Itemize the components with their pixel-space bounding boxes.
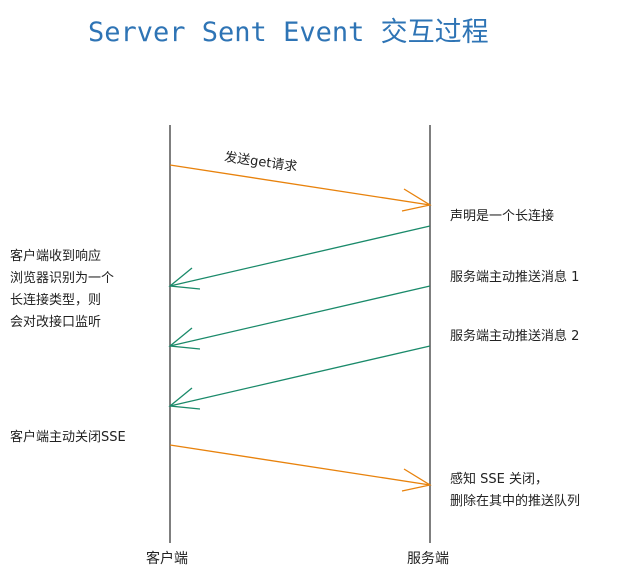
close-sse-server-note-line1: 感知 SSE 关闭， xyxy=(450,472,548,487)
server-actor-label: 服务端 xyxy=(407,551,449,567)
long-connection-note: 声明是一个长连接 xyxy=(450,209,555,224)
client-receive-note-line2: 浏览器识别为一个 xyxy=(10,271,115,286)
close-sse-server-note: 感知 SSE 关闭， 删除在其中的推送队列 xyxy=(450,469,580,513)
client-receive-note: 客户端收到响应 浏览器识别为一个 长连接类型，则 会对改接口监听 xyxy=(10,246,114,334)
client-receive-note-line4: 会对改接口监听 xyxy=(10,315,102,330)
close-sse-server-note-line2: 删除在其中的推送队列 xyxy=(450,494,581,509)
client-actor-label: 客户端 xyxy=(146,551,188,567)
push-message-1-note: 服务端主动推送消息 1 xyxy=(450,270,580,285)
long-connection-response-arrow xyxy=(168,225,431,290)
push-message-2-arrow xyxy=(168,345,431,410)
diagram-title: Server Sent Event 交互过程 xyxy=(88,17,489,48)
get-request-arrow xyxy=(169,164,432,212)
client-close-sse-note: 客户端主动关闭SSE xyxy=(10,430,126,445)
push-message-2-note: 服务端主动推送消息 2 xyxy=(450,329,580,344)
client-receive-note-line3: 长连接类型，则 xyxy=(10,293,102,308)
push-message-1-arrow xyxy=(168,285,431,350)
close-sse-arrow xyxy=(169,444,432,492)
client-receive-note-line1: 客户端收到响应 xyxy=(10,249,102,264)
